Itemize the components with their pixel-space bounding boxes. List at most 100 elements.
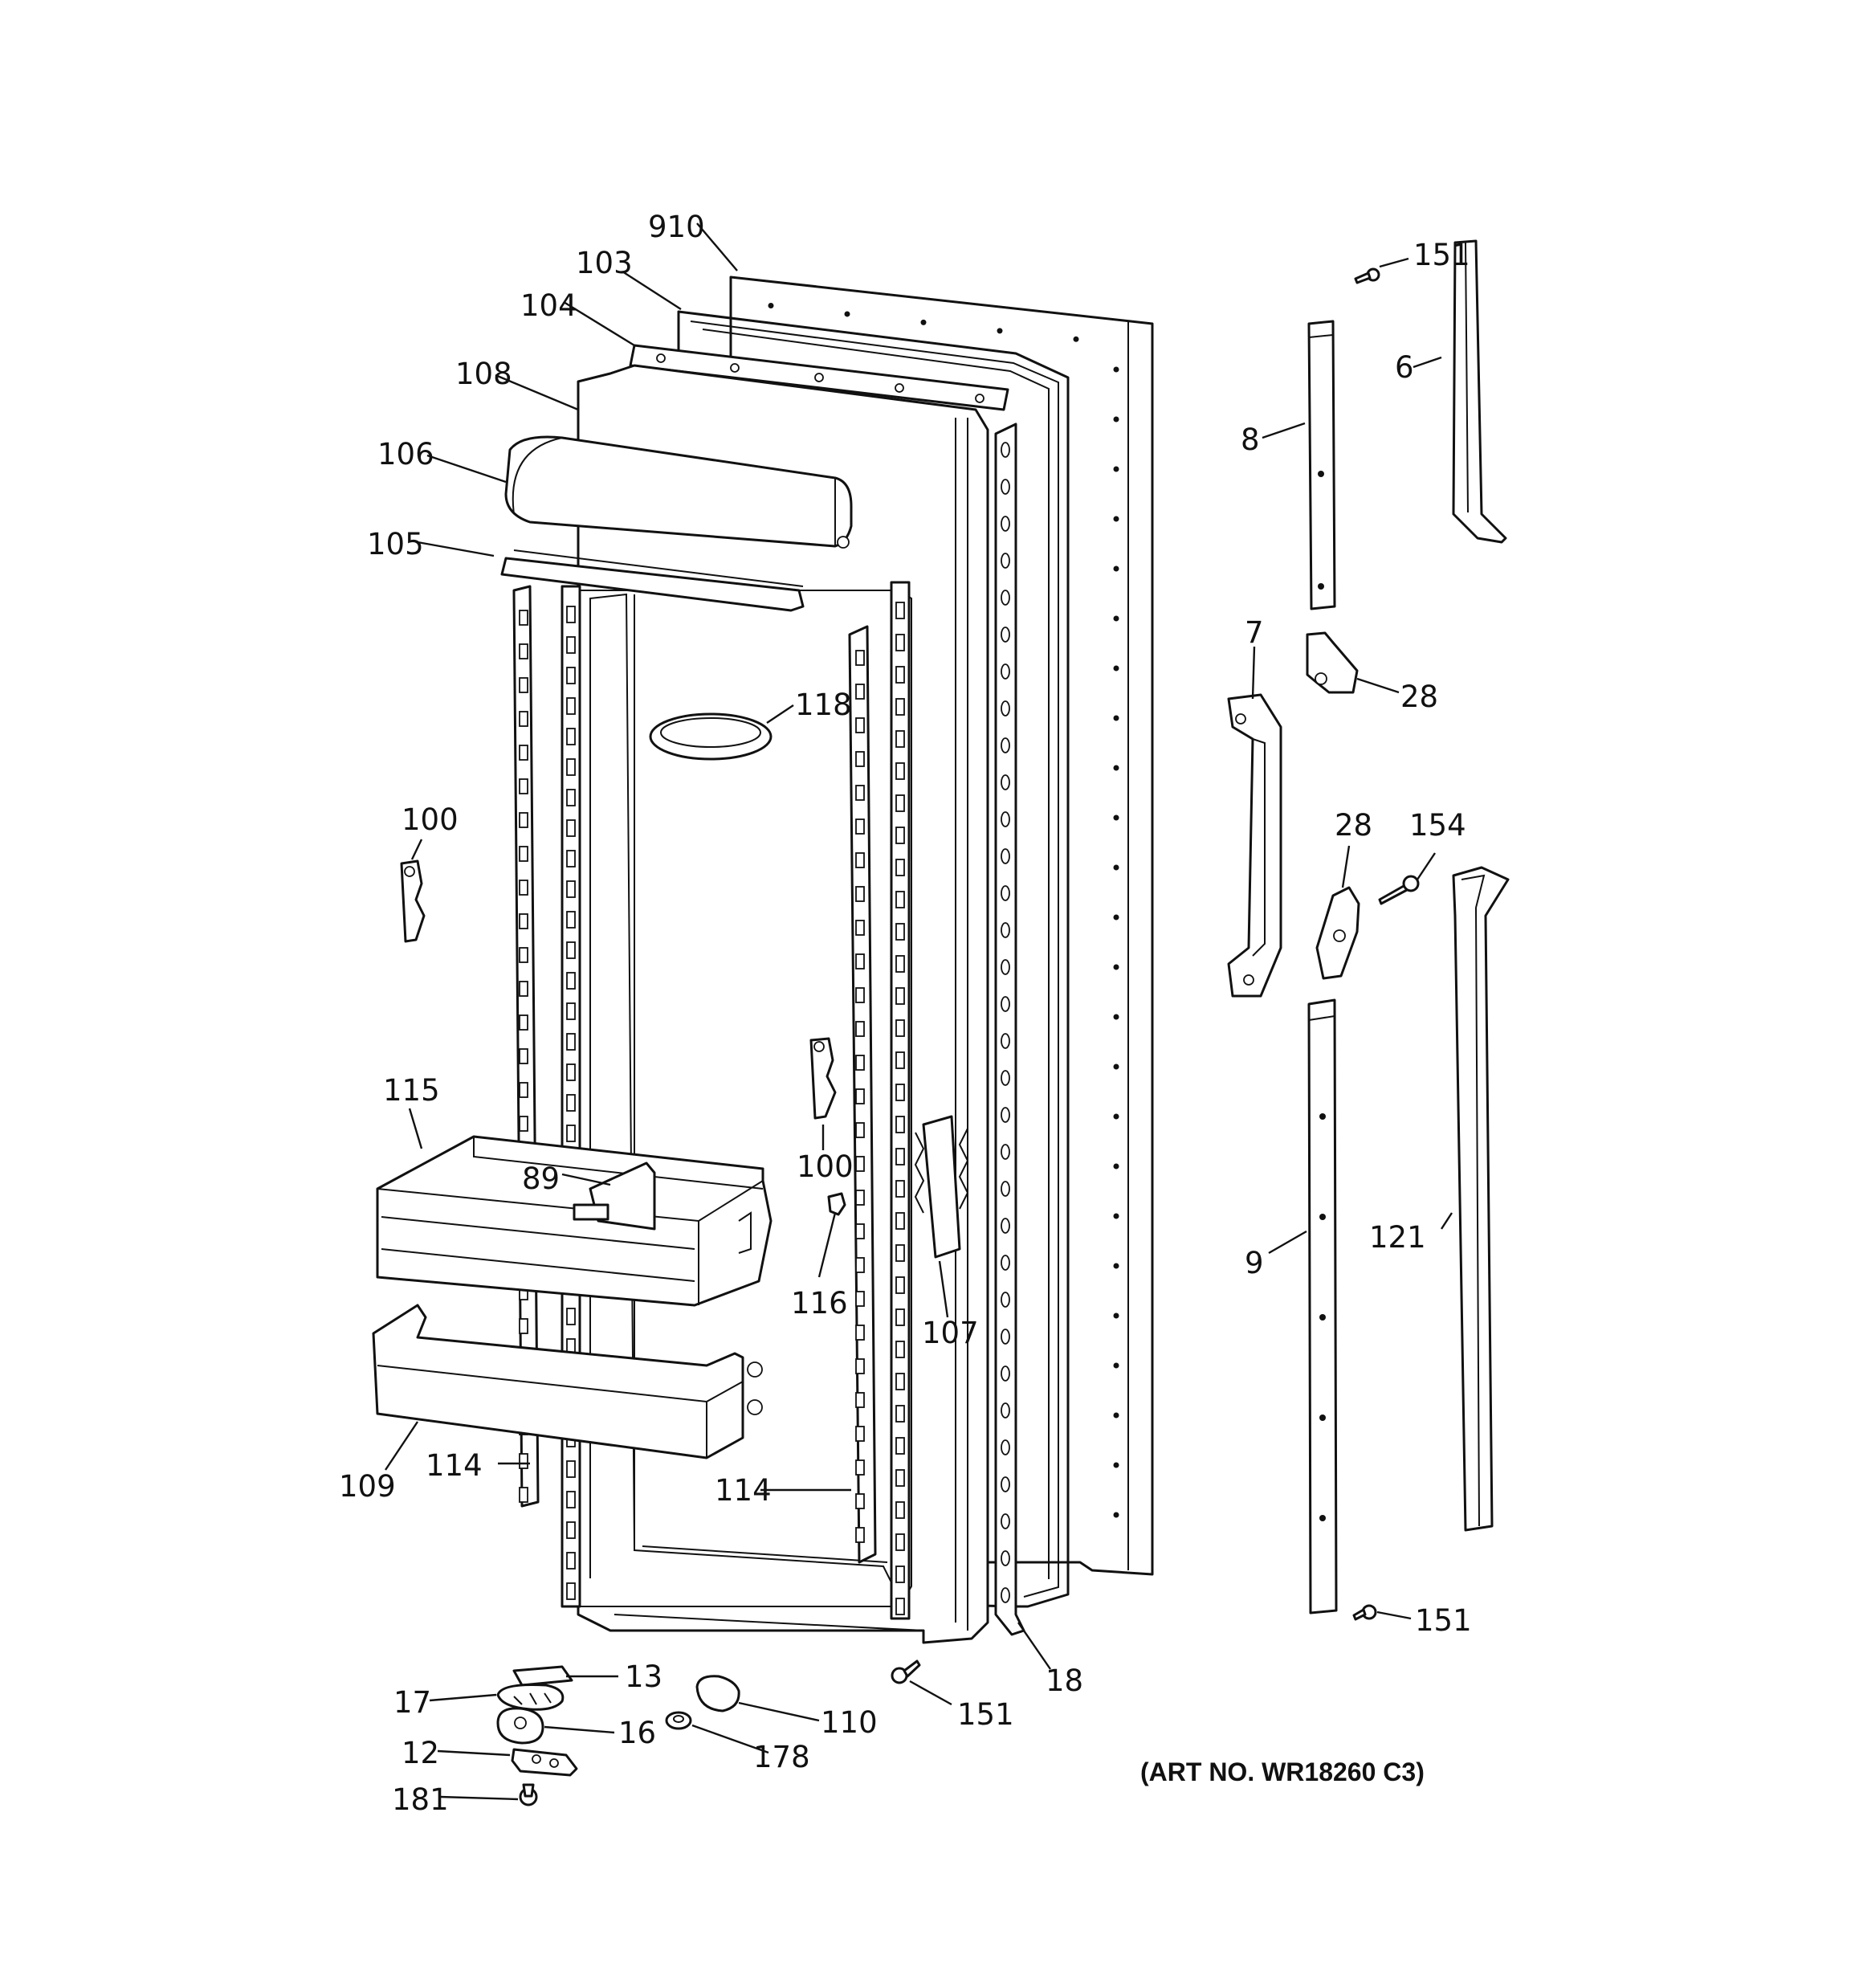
door-inner-liner [565, 364, 989, 1644]
label-118: 118 [795, 688, 852, 722]
label-121: 121 [1369, 1220, 1426, 1255]
screw-154 [1378, 875, 1420, 905]
strip-hole [1001, 1218, 1010, 1234]
washer-178 [665, 1711, 692, 1730]
rail-slot [895, 1469, 905, 1487]
rail-slot [566, 1125, 576, 1142]
strip-hole [1001, 1365, 1010, 1382]
strip-hole [1001, 848, 1010, 864]
rail-slot [855, 1190, 865, 1206]
rail-slot [519, 880, 528, 896]
hinge-pin-12 [511, 1748, 578, 1777]
label-6: 6 [1395, 350, 1414, 385]
rail-slot [855, 717, 865, 733]
panel-hole [1113, 765, 1119, 771]
strip-hole [1001, 590, 1010, 606]
rail-slot [895, 698, 905, 716]
part-labels: 910 103 104 108 106 105 118 100 100 115 … [339, 210, 1472, 1817]
rail-slot [519, 1318, 528, 1334]
panel-hole [997, 328, 1003, 334]
strip-hole [1001, 553, 1010, 569]
strip-hole [1001, 663, 1010, 680]
rail-slot [566, 972, 576, 990]
channel-hole [1319, 1414, 1326, 1421]
panel-hole [1113, 516, 1119, 522]
rail-slot [855, 1392, 865, 1408]
panel-hole [1113, 466, 1119, 472]
strip-hole [1001, 1402, 1010, 1419]
label-28-upper: 28 [1400, 680, 1438, 714]
rail-slot [566, 667, 576, 684]
rail-slot [855, 987, 865, 1003]
rail-slot [855, 920, 865, 936]
rail-slot [895, 891, 905, 908]
rail-slot [895, 1244, 905, 1262]
panel-hole [1113, 914, 1119, 921]
rail-slot [855, 1055, 865, 1071]
panel-hole [1113, 1213, 1119, 1219]
label-13: 13 [625, 1659, 662, 1694]
panel-hole [1113, 615, 1119, 622]
rail-slot [566, 789, 576, 806]
label-151-right: 151 [1415, 1603, 1472, 1638]
rail-slot [895, 1405, 905, 1423]
rail-slot [566, 1491, 576, 1508]
strip-hole [1001, 737, 1010, 753]
strip-hole [1001, 1550, 1010, 1566]
rail-slot [519, 1487, 528, 1503]
rail-slot [855, 852, 865, 868]
panel-hole [1113, 565, 1119, 572]
rail-slot [895, 1212, 905, 1230]
strip-hole [1001, 1513, 1010, 1529]
rail-slot [519, 1453, 528, 1469]
rail-slot [855, 1527, 865, 1543]
cap-110 [695, 1675, 740, 1712]
label-114-right: 114 [715, 1473, 772, 1508]
hinge-bushing-16 [496, 1707, 544, 1745]
rail-slot [855, 650, 865, 666]
rail-slot [895, 1373, 905, 1390]
rail-slot [566, 1002, 576, 1020]
rail-slot [855, 1291, 865, 1307]
label-105: 105 [367, 527, 424, 561]
rail-slot [566, 1033, 576, 1051]
panel-hole [1113, 366, 1119, 373]
rail-slot [895, 602, 905, 619]
strip-hole [1001, 1329, 1010, 1345]
small-clip [827, 1192, 846, 1216]
panel-hole [1113, 864, 1119, 871]
door-handle [1227, 693, 1282, 998]
strip-hole [1001, 1255, 1010, 1271]
rail-slot [855, 1021, 865, 1037]
rail-slot [895, 730, 905, 748]
label-100-left: 100 [402, 802, 459, 837]
strip-hole [1001, 627, 1010, 643]
label-110: 110 [821, 1705, 878, 1740]
label-151-bottom: 151 [957, 1697, 1014, 1732]
panel-hole [1113, 1163, 1119, 1170]
strip-hole [1001, 1476, 1010, 1492]
channel-lower-9 [1307, 998, 1338, 1614]
label-910: 910 [648, 210, 705, 244]
rail-slot [895, 987, 905, 1005]
panel-hole [1113, 1512, 1119, 1518]
top-bracket-strip [629, 344, 1009, 411]
label-12: 12 [402, 1736, 439, 1770]
label-7: 7 [1245, 615, 1264, 650]
hinge-bracket-lower [1315, 886, 1360, 980]
trim-lower-121 [1452, 866, 1510, 1532]
rail-slot [895, 1598, 905, 1615]
label-109: 109 [339, 1469, 396, 1504]
panel-hole [1113, 715, 1119, 721]
strip-hole [1001, 1292, 1010, 1308]
rail-slot [519, 913, 528, 929]
rail-slot [855, 818, 865, 835]
rail-slot [519, 1048, 528, 1064]
label-178: 178 [753, 1740, 810, 1774]
door-bin-lower [372, 1304, 763, 1459]
rail-slot [895, 1308, 905, 1326]
rail-slot [895, 827, 905, 844]
rail-slot [519, 643, 528, 659]
strip-hole [1001, 1181, 1010, 1197]
rail-slot [519, 812, 528, 828]
